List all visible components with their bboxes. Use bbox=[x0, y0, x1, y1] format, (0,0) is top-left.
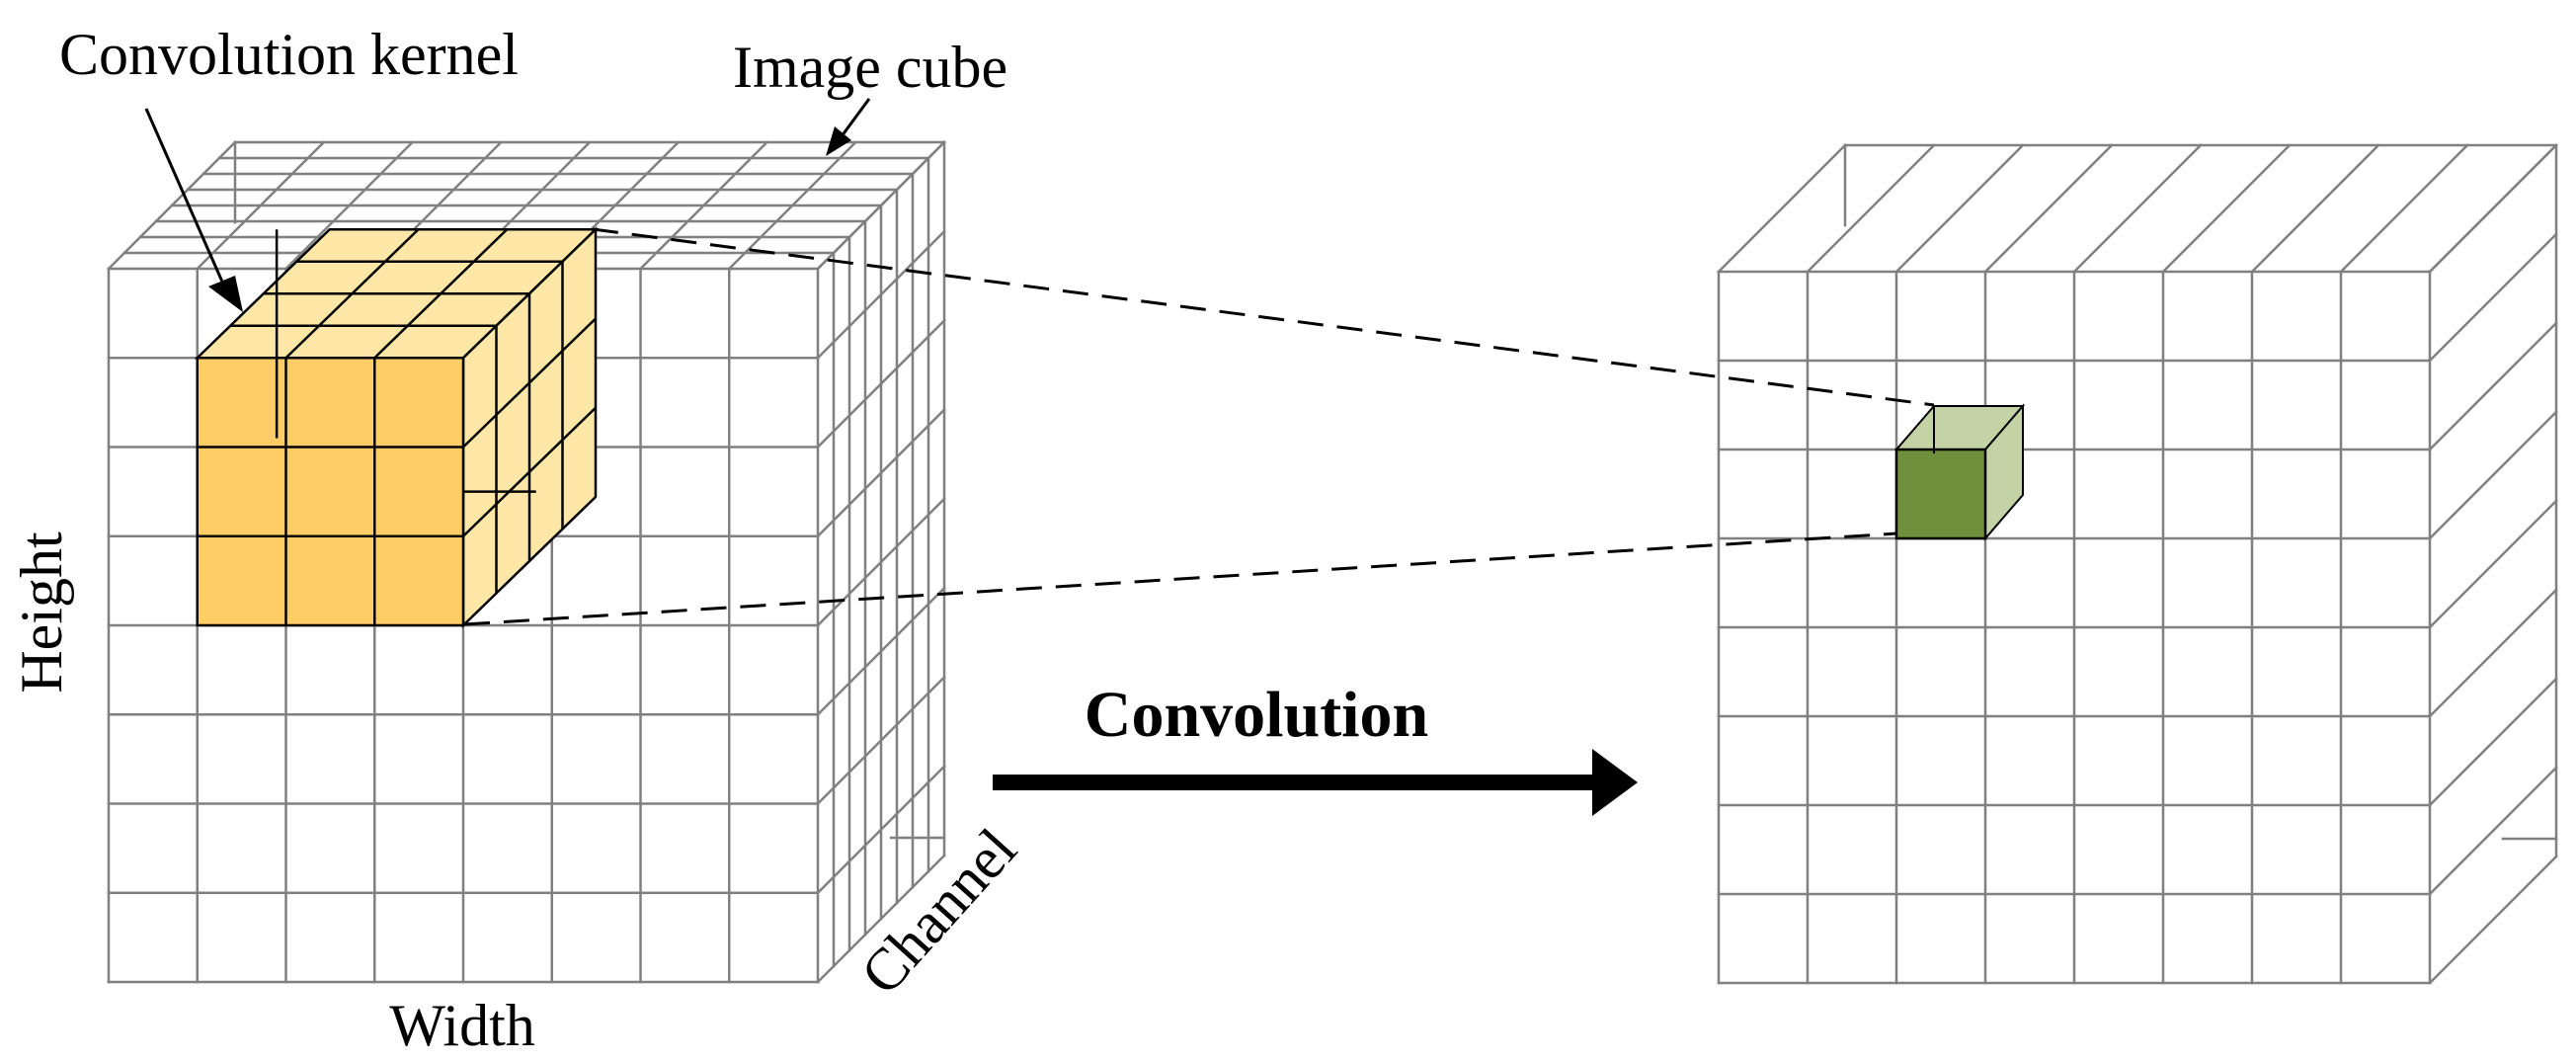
top-grid-line bbox=[1894, 143, 2025, 274]
projection-line-top bbox=[592, 227, 1935, 407]
convolution-arrow-head bbox=[1592, 749, 1638, 816]
image-cube-pointer-arrowhead bbox=[826, 126, 851, 156]
top-grid-line bbox=[1717, 143, 1847, 274]
side-grid-line bbox=[2428, 410, 2558, 540]
image-cube-label: Image cube bbox=[733, 35, 1007, 100]
side-grid-line bbox=[2428, 499, 2558, 629]
side-grid-line bbox=[2428, 321, 2558, 451]
kernel-pointer-arrowhead bbox=[208, 276, 243, 312]
top-grid-line bbox=[1806, 143, 1936, 274]
top-grid-line bbox=[2161, 143, 2292, 274]
top-grid-line bbox=[1983, 143, 2114, 274]
top-grid-line bbox=[2339, 143, 2469, 274]
width-axis-label: Width bbox=[389, 993, 535, 1058]
side-grid-line bbox=[2428, 588, 2558, 718]
kernel-pointer-line bbox=[144, 108, 227, 289]
convolution-kernel bbox=[194, 226, 600, 628]
top-grid-line bbox=[2250, 143, 2380, 274]
projection-line-bottom bbox=[463, 532, 1897, 626]
height-axis-label: Height bbox=[9, 532, 74, 694]
output-feature-cube bbox=[1717, 143, 2558, 985]
side-grid-line bbox=[2428, 143, 2558, 274]
convolution-arrow bbox=[993, 749, 1638, 816]
image-cube-pointer-line bbox=[840, 98, 871, 137]
convolution-kernel-label: Convolution kernel bbox=[59, 22, 519, 87]
output-cell-front-face bbox=[1894, 448, 1987, 540]
kernel-pointer bbox=[144, 108, 243, 312]
convolution-operation-label: Convolution bbox=[1085, 679, 1428, 751]
side-grid-line bbox=[2428, 855, 2558, 985]
side-grid-line bbox=[2428, 232, 2558, 363]
image-cube-pointer bbox=[826, 98, 871, 156]
side-grid-line bbox=[2428, 677, 2558, 807]
output-cell bbox=[1893, 403, 2026, 541]
kernel-front-face bbox=[196, 357, 465, 627]
channel-axis-label: Channel bbox=[848, 816, 1029, 1007]
side-grid-line bbox=[2428, 766, 2558, 896]
projection-lines bbox=[463, 227, 1935, 626]
top-grid-line bbox=[2072, 143, 2203, 274]
